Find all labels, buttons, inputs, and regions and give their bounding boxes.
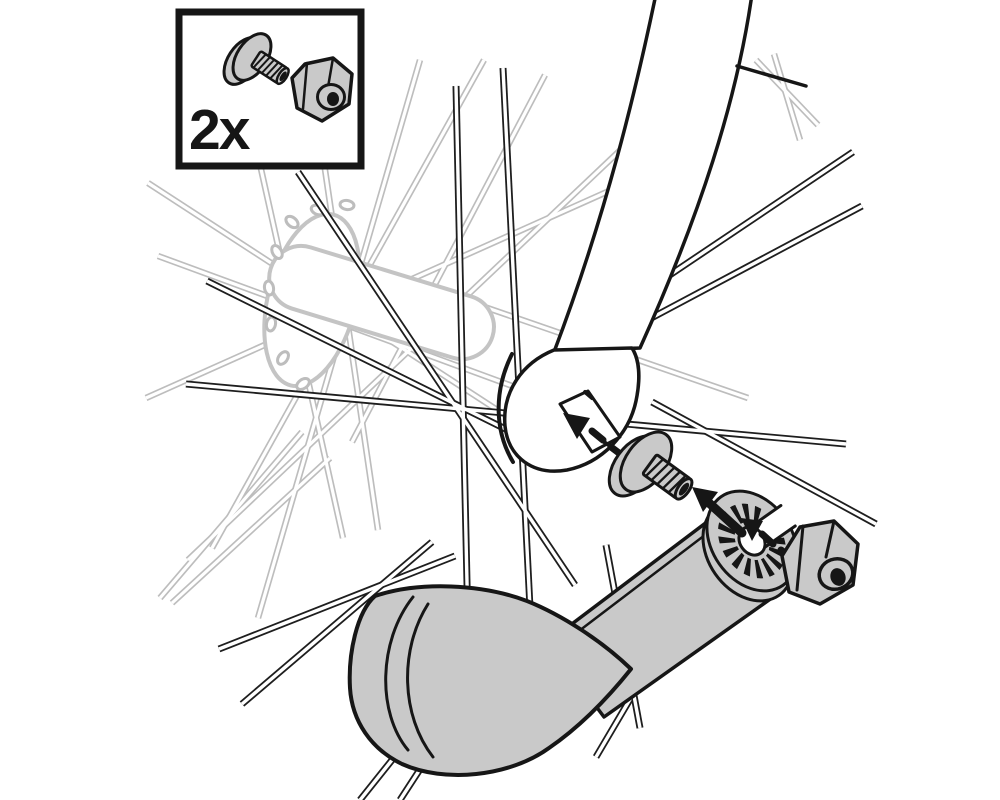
parts-box: 2x [175,8,365,170]
fork-blade [552,0,808,354]
hex-nut [780,519,860,606]
quantity-label: 2x [189,98,251,162]
hub-spoke-holes [262,198,356,391]
flange-bolt [607,430,694,501]
flange-bolt-icon [222,32,290,86]
bolt-threaded-shank [641,453,694,501]
hex-nut-icon [290,56,354,123]
hub-cap-arc [496,352,515,464]
fork-crown-line [735,64,808,88]
bolt-insertion-arrow [692,487,747,538]
arm-foot-shield [347,584,633,777]
nut-hole [830,568,846,586]
